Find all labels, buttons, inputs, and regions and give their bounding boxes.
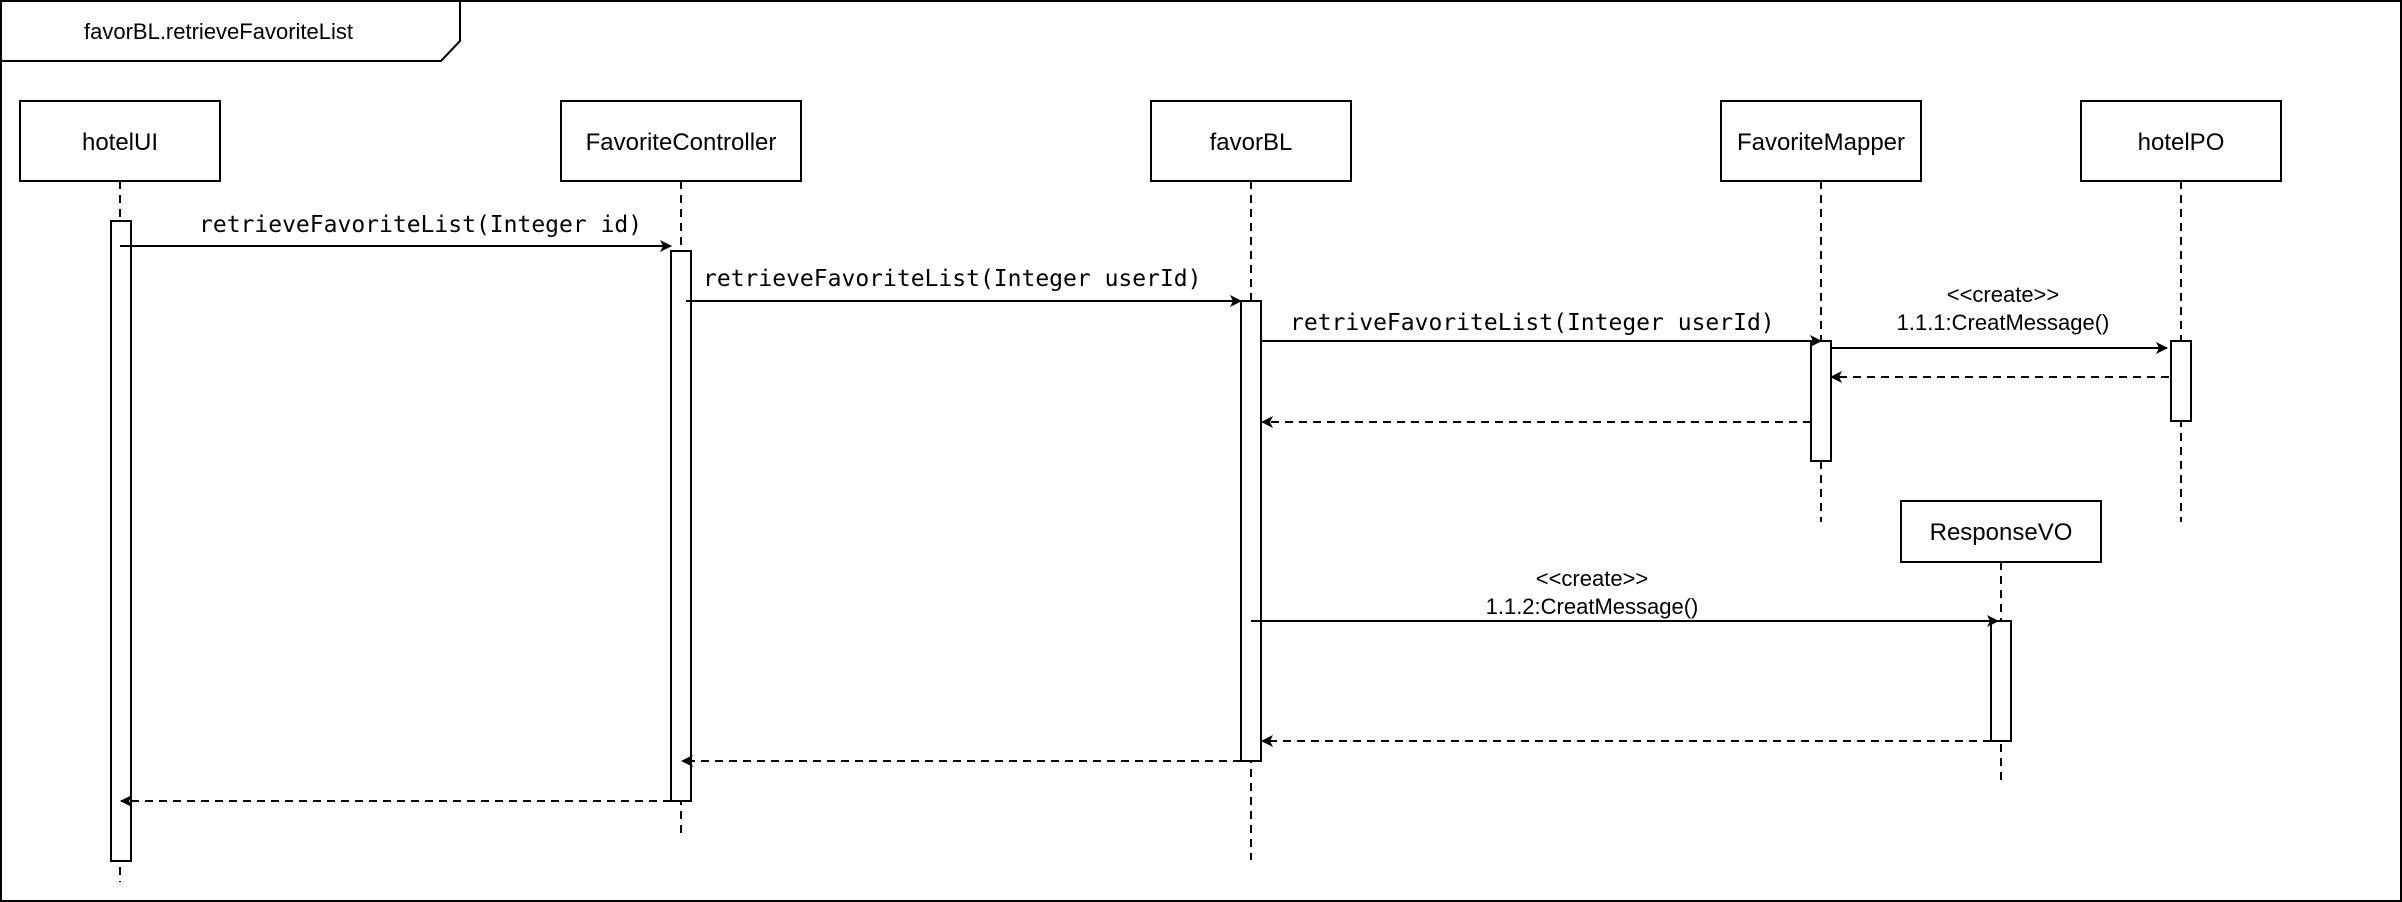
- participant-label: FavoriteController: [586, 129, 777, 156]
- message-stereotype: <<create>>: [1947, 282, 2060, 307]
- activation-responsevo: [1990, 620, 2012, 742]
- participant-label: ResponseVO: [1930, 519, 2073, 546]
- message-label: retrieveFavoriteList(Integer userId): [703, 266, 1202, 292]
- participant-responsevo: ResponseVO: [1900, 500, 2102, 563]
- frame-title: favorBL.retrieveFavoriteList: [84, 19, 353, 44]
- message-stereotype: <<create>>: [1536, 566, 1649, 591]
- participant-favorbl: favorBL: [1150, 100, 1352, 182]
- participant-label: hotelUI: [82, 129, 158, 156]
- activation-hotelpo: [2170, 340, 2192, 422]
- frame-title-tab: [1, 1, 461, 62]
- activation-favorbl: [1240, 300, 1262, 762]
- participant-hotelui: hotelUI: [19, 100, 221, 182]
- participant-label: hotelPO: [2138, 129, 2225, 156]
- activation-hotelui: [110, 220, 132, 862]
- participant-favoritecontroller: FavoriteController: [560, 100, 802, 182]
- message-label: retrieveFavoriteList(Integer id): [199, 212, 642, 238]
- participant-favoritemapper: FavoriteMapper: [1720, 100, 1922, 182]
- participant-label: favorBL: [1210, 129, 1293, 156]
- participant-hotelpo: hotelPO: [2080, 100, 2282, 182]
- message-label: 1.1.2:CreatMessage(): [1486, 594, 1699, 619]
- message-label: 1.1.1:CreatMessage(): [1897, 310, 2110, 335]
- message-label: retriveFavoriteList(Integer userId): [1290, 310, 1775, 336]
- participant-label: FavoriteMapper: [1737, 129, 1905, 156]
- activation-favoritemapper: [1810, 340, 1832, 462]
- activation-favoritecontroller: [670, 250, 692, 802]
